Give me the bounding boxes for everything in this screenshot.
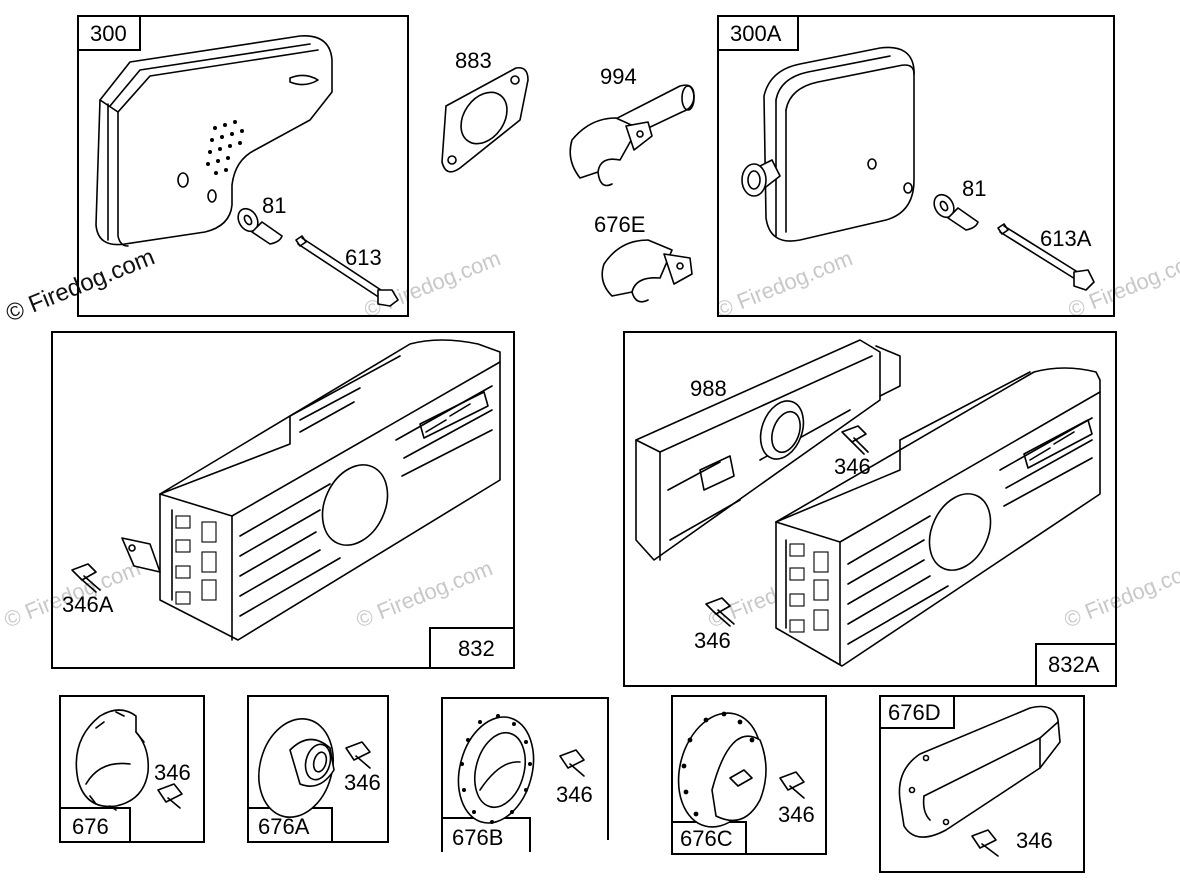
watermark: © Firedog.com xyxy=(1061,555,1180,632)
panel-676: 676 346 xyxy=(59,695,205,843)
panel-frame xyxy=(879,695,1085,873)
clamp-676E: 676E xyxy=(594,212,693,303)
bolt-613A-drawing xyxy=(997,223,1095,291)
washer-81-drawing xyxy=(237,207,283,245)
bolt-613-drawing xyxy=(295,235,399,307)
panel-676D: 676D 346 xyxy=(879,695,1085,873)
panel-frame xyxy=(59,695,205,843)
screw-drawing xyxy=(779,771,805,799)
panel-300: 300 xyxy=(77,15,409,317)
panel-frame xyxy=(51,331,515,669)
label-bolt: 613 xyxy=(345,245,382,270)
panel-832: 832 346A xyxy=(51,331,515,669)
label-screw: 346 xyxy=(154,760,191,785)
panel-tag-box xyxy=(1035,643,1117,687)
label-washer: 81 xyxy=(262,193,286,218)
muffler-guard-832-drawing xyxy=(121,339,501,641)
panel-tag-box xyxy=(59,807,131,843)
panel-tag: 300 xyxy=(90,21,127,46)
gasket-883: 883 xyxy=(441,48,529,173)
panel-676B: 676B 346 xyxy=(441,697,609,852)
label-screw: 346A xyxy=(62,592,114,617)
panel-tag-box xyxy=(879,695,955,729)
screw-drawing xyxy=(157,783,183,809)
deflector-676D-drawing xyxy=(898,705,1061,838)
panel-tag: 676B xyxy=(452,825,503,850)
watermark: © Firedog.com xyxy=(361,245,504,322)
panel-frame xyxy=(441,697,609,852)
muffler-guard-832A-drawing xyxy=(775,367,1101,667)
screw-drawing xyxy=(971,829,999,857)
muffler-vent-holes xyxy=(206,120,244,175)
label-bolt: 613A xyxy=(1040,226,1092,251)
panel-300A: 300A 81 613A xyxy=(717,15,1115,317)
label-screw-bottom: 346 xyxy=(694,628,731,653)
panel-frame xyxy=(623,331,1117,687)
label-clamp: 676E xyxy=(594,212,645,237)
panel-tag: 676A xyxy=(258,814,310,839)
screw-346A-drawing xyxy=(71,563,101,593)
label-gasket: 883 xyxy=(455,48,492,73)
spark-arrestor-676C-drawing xyxy=(677,711,767,828)
bracket-988-drawing xyxy=(635,339,901,561)
watermark: © Firedog.com xyxy=(353,555,496,632)
muffler-300A-drawing xyxy=(741,46,915,242)
label-screw-top: 346 xyxy=(834,454,871,479)
panel-tag-box xyxy=(717,15,799,51)
panel-tag: 676C xyxy=(680,826,733,851)
screw-drawing xyxy=(559,749,585,777)
label-screw: 346 xyxy=(344,770,381,795)
screw-346-bottom-drawing xyxy=(705,597,735,627)
panel-832A: 832A xyxy=(623,331,1117,687)
label-screw: 346 xyxy=(556,782,593,807)
panel-tag-box xyxy=(77,15,141,51)
panel-tag: 676D xyxy=(888,700,941,725)
panel-tag: 300A xyxy=(730,21,782,46)
panel-tag: 676 xyxy=(72,814,109,839)
label-screw: 346 xyxy=(1016,828,1053,853)
muffler-300-drawing xyxy=(95,35,333,247)
panel-tag: 832A xyxy=(1048,652,1100,677)
watermark-primary: © Firedog.com xyxy=(2,243,158,327)
panel-frame xyxy=(77,15,409,317)
panel-tag: 832 xyxy=(458,636,495,661)
panel-frame xyxy=(671,695,827,855)
label-bracket: 988 xyxy=(690,376,727,401)
screen-676-drawing xyxy=(75,709,150,811)
label-screw: 346 xyxy=(778,802,815,827)
spark-arrestor-676B-drawing xyxy=(457,714,535,824)
panel-676A: 676A 346 xyxy=(247,695,389,843)
panel-frame xyxy=(717,15,1115,317)
label-pipe-clamp: 994 xyxy=(600,64,637,89)
watermark: © Firedog.com xyxy=(713,245,856,322)
panel-tag-box xyxy=(429,627,515,669)
pipe-clamp-994: 994 xyxy=(569,64,695,187)
spark-arrestor-676A-drawing xyxy=(258,718,335,818)
screw-drawing xyxy=(345,741,371,769)
panel-676C: 676C 346 xyxy=(671,695,827,855)
screw-346-top-drawing xyxy=(841,425,869,455)
washer-81-drawing xyxy=(933,193,979,231)
label-washer: 81 xyxy=(962,176,986,201)
